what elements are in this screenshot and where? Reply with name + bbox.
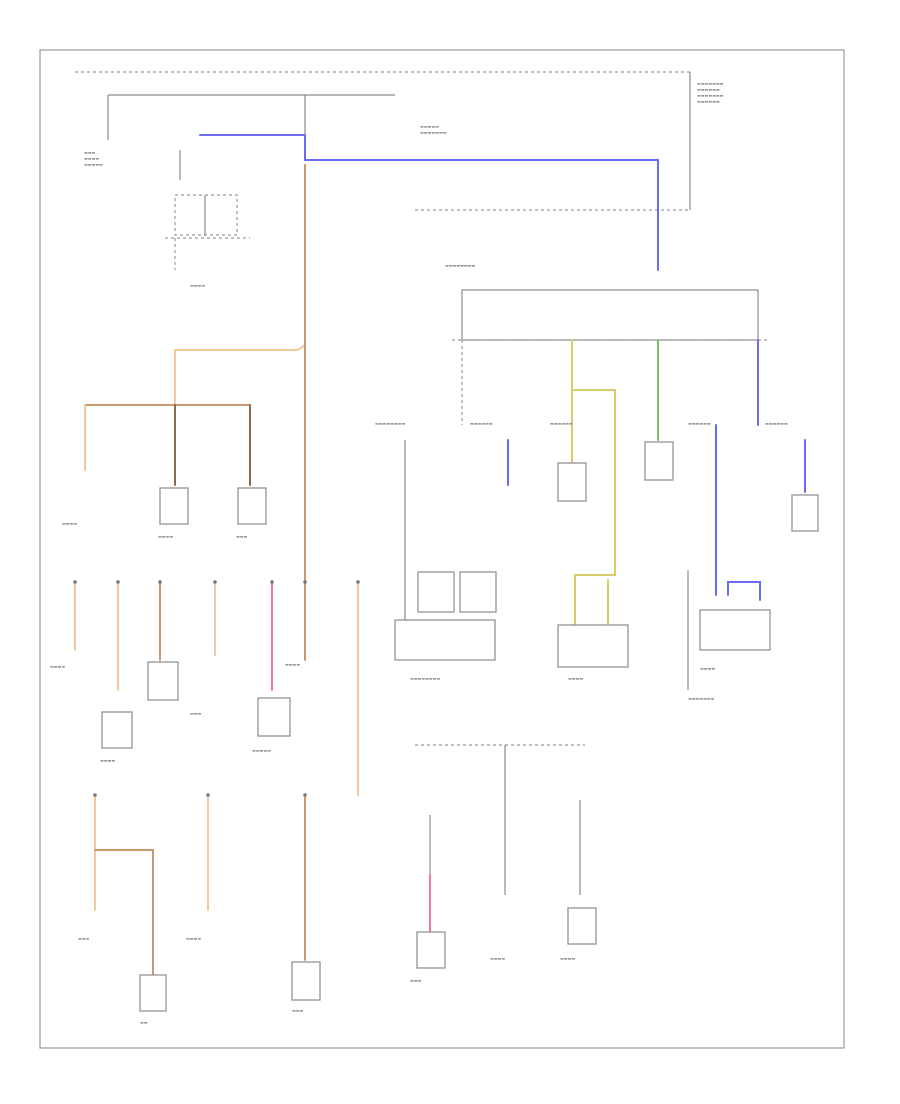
ignition-switch-box — [257, 697, 291, 737]
svg-text:▬▬▬▬▬▬: ▬▬▬▬▬▬ — [765, 421, 788, 426]
svg-text:▬▬▬▬▬▬: ▬▬▬▬▬▬ — [470, 421, 493, 426]
defogger-relay-box — [699, 609, 771, 651]
row2-label-4: ▬▬▬▬▬ — [252, 748, 271, 753]
svg-text:▬▬▬▬: ▬▬▬▬ — [568, 676, 583, 681]
lr-label-2: ▬▬▬ — [410, 978, 422, 983]
svg-text:▬▬▬▬▬▬: ▬▬▬▬▬▬ — [697, 99, 720, 104]
fuse-box — [461, 289, 759, 341]
defogger-grid-box — [791, 494, 819, 532]
top-center-note: ▬▬▬▬▬ ▬▬▬▬▬▬▬ — [420, 124, 447, 135]
yellow-wire-fb2b — [571, 389, 616, 626]
power-antenna-box — [291, 961, 321, 1001]
blower-motor-box — [139, 974, 167, 1012]
horn-box — [147, 661, 179, 701]
row2-label-3: ▬▬▬▬ — [100, 758, 115, 763]
svg-text:▬▬▬▬▬▬▬: ▬▬▬▬▬▬▬ — [688, 696, 715, 701]
fuel-pump-relay-box — [159, 487, 189, 525]
row3-label-1: ▬▬▬ — [78, 936, 90, 941]
row3-label-3: ▬▬ — [140, 1020, 148, 1025]
svg-text:▬▬▬▬: ▬▬▬▬ — [700, 666, 715, 671]
radio-box — [101, 711, 133, 749]
left-comp-label-2: ▬▬▬▬ — [158, 534, 173, 539]
svg-text:▬▬▬▬▬▬: ▬▬▬▬▬▬ — [697, 87, 720, 92]
tan-wire-r3b — [94, 849, 154, 976]
row2-label-2: ▬▬▬ — [190, 711, 202, 716]
right-module-labels: ▬▬▬▬▬▬▬▬ ▬▬▬▬▬▬ ▬▬▬▬▬▬ ▬▬▬▬▬▬ ▬▬▬▬▬▬ ▬▬▬… — [375, 421, 788, 701]
blue-wire-relay-coil — [727, 581, 761, 601]
row2-label-5: ▬▬▬▬ — [285, 662, 300, 667]
ground-label-block: ▬▬▬ ▬▬▬▬ ▬▬▬▬▬ — [84, 150, 103, 167]
svg-text:▬▬▬▬▬▬▬▬: ▬▬▬▬▬▬▬▬ — [375, 421, 405, 426]
left-mirror-heater-box — [416, 931, 446, 969]
svg-text:▬▬▬▬▬▬: ▬▬▬▬▬▬ — [688, 421, 711, 426]
main-relay-label: ▬▬▬▬ — [190, 283, 205, 288]
svg-text:▬▬▬: ▬▬▬ — [84, 150, 96, 155]
fuse-box-label: ▬▬▬▬▬▬▬▬ — [445, 263, 475, 268]
cooling-fan-box — [557, 462, 587, 502]
module-relay-2 — [459, 571, 497, 613]
blue-wire-main — [304, 134, 659, 271]
cooling-fan-relay-box — [557, 624, 629, 668]
headlamp-box — [644, 441, 674, 481]
svg-text:▬▬▬▬▬: ▬▬▬▬▬ — [420, 124, 439, 129]
dash-module-box — [237, 487, 267, 525]
row3-dots — [93, 793, 307, 797]
left-comp-label-3: ▬▬▬ — [236, 534, 248, 539]
lr-label-3: ▬▬▬▬ — [560, 956, 575, 961]
top-right-note: ▬▬▬▬▬▬▬ ▬▬▬▬▬▬ ▬▬▬▬▬▬▬ ▬▬▬▬▬▬ — [697, 81, 724, 104]
svg-text:▬▬▬▬▬▬: ▬▬▬▬▬▬ — [550, 421, 573, 426]
fuse-drop-dots — [73, 580, 360, 584]
dash-module-right-box — [394, 619, 496, 661]
svg-text:▬▬▬▬: ▬▬▬▬ — [84, 156, 99, 161]
left-comp-label-1: ▬▬▬▬ — [62, 521, 77, 526]
svg-text:▬▬▬▬▬▬▬: ▬▬▬▬▬▬▬ — [420, 130, 447, 135]
row2-label-1: ▬▬▬▬ — [50, 664, 65, 669]
row3-label-4: ▬▬▬ — [292, 1008, 304, 1013]
row3-label-2: ▬▬▬▬ — [186, 936, 201, 941]
lr-label-1: ▬▬▬▬ — [490, 956, 505, 961]
svg-text:▬▬▬▬▬: ▬▬▬▬▬ — [84, 162, 103, 167]
main-relay — [165, 150, 250, 270]
svg-text:▬▬▬▬▬▬▬: ▬▬▬▬▬▬▬ — [697, 93, 724, 98]
right-mirror-heater-box — [567, 907, 597, 945]
svg-text:▬▬▬▬▬▬▬▬: ▬▬▬▬▬▬▬▬ — [410, 676, 440, 681]
module-relay-1 — [417, 571, 455, 613]
diagram-border — [39, 49, 845, 1049]
svg-text:▬▬▬▬▬▬▬: ▬▬▬▬▬▬▬ — [697, 81, 724, 86]
